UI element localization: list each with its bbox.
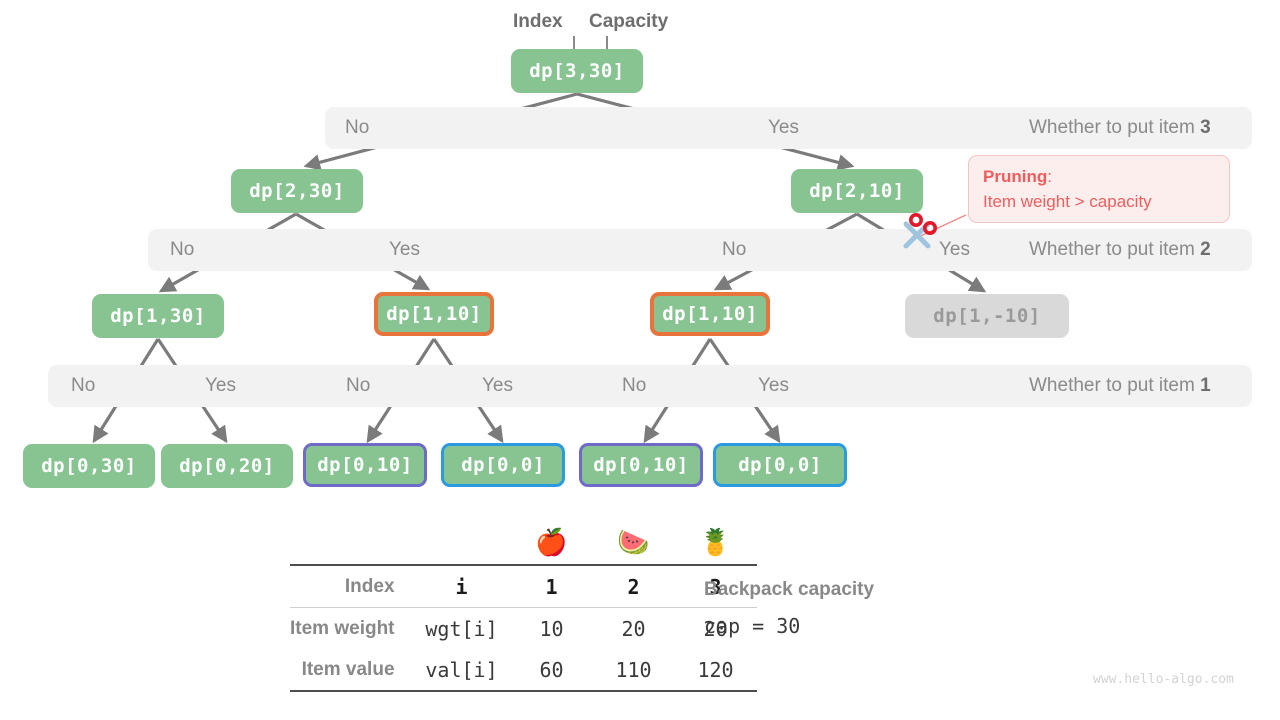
table-cell: 20	[674, 607, 757, 649]
table-cell: 120	[674, 649, 757, 692]
tree-node-label: dp[1,10]	[662, 303, 758, 325]
index-annotation-label: Index	[513, 11, 563, 32]
tree-node-label: dp[0,0]	[738, 454, 822, 476]
pruning-title-line: Pruning:	[983, 164, 1215, 189]
band-choice-yes: Yes	[389, 239, 420, 260]
band-choice-yes: Yes	[939, 239, 970, 260]
table-cell: 10	[510, 607, 593, 649]
table-cell: 3	[674, 564, 757, 608]
tree-node-n-0-0b: dp[0,0]	[713, 443, 847, 487]
band-choice-yes: Yes	[758, 375, 789, 396]
tree-node-n-1-n10: dp[1,-10]	[905, 294, 1069, 338]
tree-node-label: dp[0,20]	[179, 455, 275, 477]
question-item-number: 3	[1200, 117, 1211, 138]
tree-node-label: dp[2,10]	[809, 180, 905, 202]
band-choice-yes: Yes	[482, 375, 513, 396]
tree-node-n-0-10b: dp[0,10]	[579, 443, 703, 487]
band-item-1	[48, 365, 1252, 407]
tree-node-n-0-30: dp[0,30]	[23, 444, 155, 488]
tree-node-n-1-10a: dp[1,10]	[374, 292, 494, 336]
row-header: Item value	[290, 649, 413, 692]
tree-node-n-1-30: dp[1,30]	[92, 294, 224, 338]
band-item-3	[325, 107, 1252, 149]
watermark: www.hello-algo.com	[1093, 672, 1234, 687]
pruning-title-colon: :	[1047, 167, 1052, 186]
pruning-title: Pruning	[983, 167, 1048, 186]
row-variable-name: i	[412, 564, 511, 608]
table-cell: 20	[592, 607, 675, 649]
question-text: Whether to put item	[1029, 239, 1201, 260]
tree-node-n-2-10: dp[2,10]	[791, 169, 923, 213]
table-corner-blank	[290, 520, 413, 565]
tree-node-label: dp[0,10]	[593, 454, 689, 476]
band-choice-no: No	[346, 375, 371, 396]
band-choice-no: No	[345, 117, 370, 138]
row-header: Index	[290, 564, 413, 608]
table-emoji-row: 🍎 🍉 🍍	[290, 520, 757, 565]
band-item-1-question: Whether to put item 1	[1029, 365, 1211, 407]
table-cell: 1	[510, 564, 593, 608]
question-text: Whether to put item	[1029, 117, 1201, 138]
tree-node-label: dp[1,10]	[386, 303, 482, 325]
question-item-number: 1	[1200, 375, 1211, 396]
band-choice-yes: Yes	[205, 375, 236, 396]
table-cell: 60	[510, 649, 593, 692]
pruning-reason: Item weight > capacity	[983, 192, 1152, 211]
backpack-capacity-value: cap = 30	[704, 614, 801, 638]
question-item-number: 2	[1200, 239, 1211, 260]
table-corner-blank-2	[413, 520, 511, 565]
band-choice-no: No	[722, 239, 747, 260]
scissors-icon	[896, 212, 940, 261]
tree-node-label: dp[1,30]	[110, 305, 206, 327]
tree-node-label: dp[0,10]	[317, 454, 413, 476]
tree-node-label: dp[3,30]	[529, 60, 625, 82]
band-item-2	[148, 229, 1252, 271]
tree-node-label: dp[2,30]	[249, 180, 345, 202]
tree-node-label: dp[1,-10]	[933, 305, 1041, 327]
capacity-annotation-label: Capacity	[589, 11, 669, 32]
row-variable-name: val[i]	[412, 649, 511, 692]
backpack-capacity-label: Backpack capacity	[704, 579, 875, 600]
pruning-callout: Pruning: Item weight > capacity	[968, 155, 1230, 223]
row-variable-name: wgt[i]	[412, 607, 511, 649]
tree-node-n-0-20: dp[0,20]	[161, 444, 293, 488]
tree-node-n-0-0a: dp[0,0]	[441, 443, 565, 487]
tree-node-n-3-30: dp[3,30]	[511, 49, 643, 93]
band-choice-no: No	[71, 375, 96, 396]
band-item-3-question: Whether to put item 3	[1029, 107, 1211, 149]
item-emoji-3: 🍍	[699, 527, 732, 557]
question-text: Whether to put item	[1029, 375, 1201, 396]
row-header: Item weight	[290, 607, 413, 649]
band-item-2-question: Whether to put item 2	[1029, 229, 1211, 271]
band-choice-yes: Yes	[768, 117, 799, 138]
tree-node-label: dp[0,0]	[461, 454, 545, 476]
tree-node-n-2-30: dp[2,30]	[231, 169, 363, 213]
table-cell: 2	[592, 564, 675, 608]
item-emoji-2: 🍉	[617, 527, 650, 557]
table-cell: 110	[592, 649, 675, 692]
band-choice-no: No	[170, 239, 195, 260]
band-choice-no: No	[622, 375, 647, 396]
tree-node-n-0-10a: dp[0,10]	[303, 443, 427, 487]
tree-node-label: dp[0,30]	[41, 455, 137, 477]
item-emoji-1: 🍎	[535, 527, 568, 557]
tree-node-n-1-10b: dp[1,10]	[650, 292, 770, 336]
